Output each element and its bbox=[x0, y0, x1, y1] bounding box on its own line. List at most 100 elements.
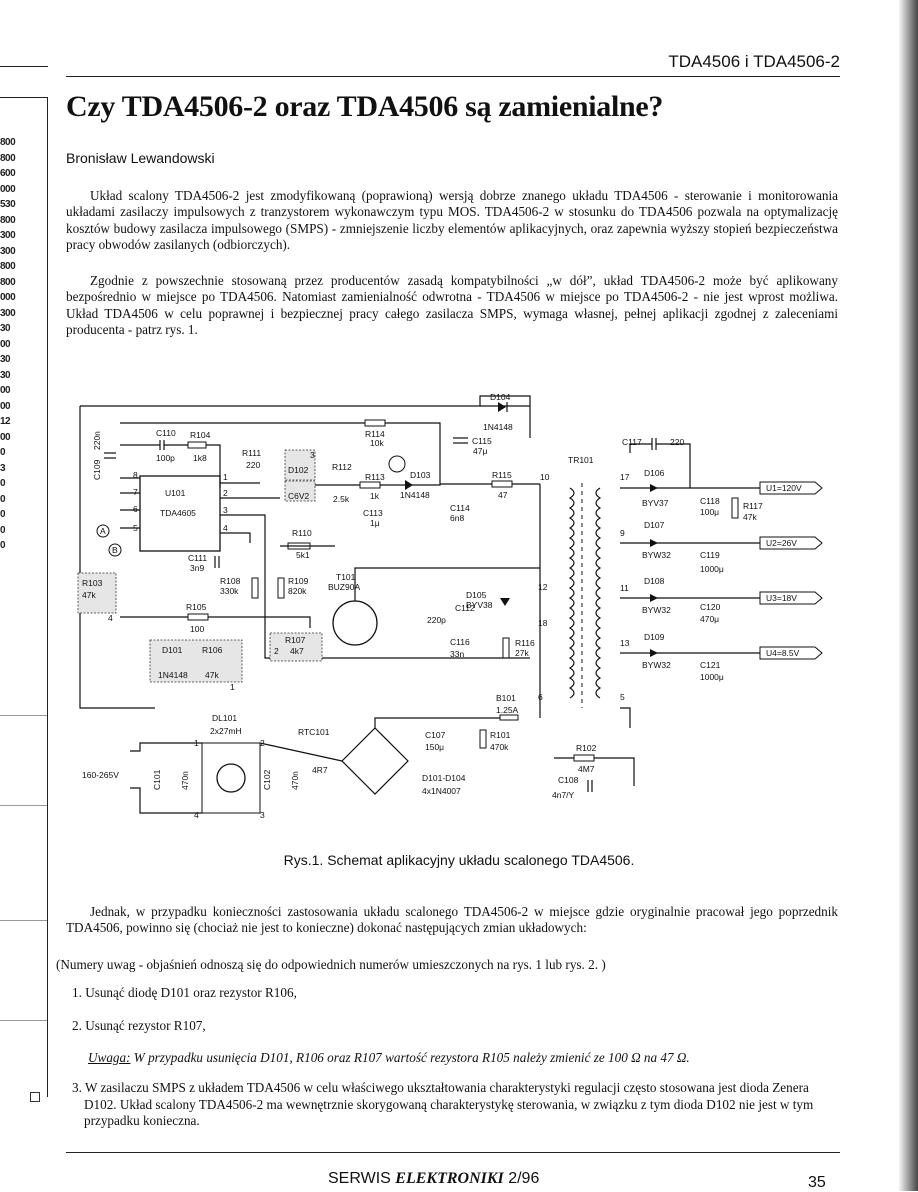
pin-3: 3 bbox=[223, 505, 228, 515]
c102-value: 470n bbox=[290, 771, 300, 790]
tr101-primary bbox=[568, 487, 575, 699]
article-title: Czy TDA4506-2 oraz TDA4506 są zamienialn… bbox=[66, 90, 664, 123]
t101-mosfet bbox=[332, 600, 378, 646]
left-rule bbox=[0, 97, 48, 98]
note-4: 4 bbox=[108, 613, 113, 623]
u101-value: TDA4605 bbox=[160, 508, 196, 518]
dl101-core bbox=[216, 763, 246, 793]
r107-value: 4k7 bbox=[290, 646, 304, 656]
d108-label: D108 bbox=[644, 576, 665, 586]
left-strip-number: 000 bbox=[0, 183, 16, 195]
footer-journal-prefix: SERWIS bbox=[328, 1170, 396, 1187]
left-strip-number: 300 bbox=[0, 245, 16, 257]
left-strip-number: 0 bbox=[0, 509, 6, 520]
r102-resistor bbox=[573, 754, 595, 762]
note-label: Uwaga: bbox=[88, 1050, 131, 1065]
t101-value: BUZ90A bbox=[328, 582, 360, 592]
left-strip-number: 600 bbox=[0, 168, 16, 179]
node-b-label: B bbox=[112, 545, 118, 555]
r109-value: 820k bbox=[288, 586, 307, 596]
c113-label: C113 bbox=[363, 508, 383, 518]
pin-6: 6 bbox=[133, 504, 138, 514]
tr101-secondary bbox=[595, 487, 602, 699]
article-author: Bronisław Lewandowski bbox=[66, 150, 215, 166]
r115-value: 47 bbox=[498, 490, 508, 500]
left-strip-number: 12 bbox=[0, 416, 11, 427]
left-strip-number: 30 bbox=[0, 369, 11, 381]
c114-label: C114 bbox=[450, 503, 470, 513]
paragraph-4: (Numery uwag - objaśnień odnoszą się do … bbox=[56, 957, 606, 972]
output-u2-label: U2=26V bbox=[766, 538, 797, 548]
r103-highlight bbox=[77, 572, 117, 614]
output-u1 bbox=[759, 481, 823, 495]
wire bbox=[629, 443, 652, 453]
left-rule bbox=[0, 805, 47, 806]
wire bbox=[130, 787, 202, 814]
left-rule bbox=[0, 1020, 47, 1021]
wire bbox=[220, 514, 530, 659]
d107-diode-symbol bbox=[650, 539, 658, 547]
left-strip-number: 300 bbox=[0, 230, 16, 241]
r110-label: R110 bbox=[292, 528, 312, 538]
left-strip-number: 00 bbox=[0, 400, 11, 412]
b101-fuse bbox=[499, 714, 519, 721]
left-strip-number: 000 bbox=[0, 292, 16, 303]
wire bbox=[220, 532, 251, 543]
c116-value: 33n bbox=[450, 649, 464, 659]
wire bbox=[385, 422, 441, 473]
left-strip-number: 00 bbox=[0, 338, 11, 350]
tr-pin-5: 5 bbox=[620, 692, 625, 702]
c101-label: C101 bbox=[152, 769, 162, 790]
left-strip-number: 00 bbox=[0, 385, 11, 396]
r102-value: 4M7 bbox=[578, 764, 595, 774]
left-strip-number: 30 bbox=[0, 354, 11, 365]
c117-value: 220 bbox=[670, 437, 684, 447]
tr-pin-11: 11 bbox=[620, 583, 629, 593]
c121-label: C121 bbox=[700, 660, 721, 670]
c113-value: 1μ bbox=[370, 518, 380, 528]
rtc101-value: 4R7 bbox=[312, 765, 328, 775]
c120-label: C120 bbox=[700, 602, 721, 612]
dl101-label: DL101 bbox=[212, 713, 237, 723]
left-square-icon bbox=[30, 1092, 40, 1102]
c107-label: C107 bbox=[425, 730, 446, 740]
footer-issue: 2/96 bbox=[503, 1170, 540, 1187]
d101-label: D101 bbox=[162, 645, 183, 655]
left-strip-number: 800 bbox=[0, 261, 16, 272]
d103-label: D103 bbox=[410, 470, 431, 480]
u101-ic bbox=[139, 475, 221, 552]
wire bbox=[208, 616, 311, 628]
wire bbox=[130, 742, 202, 752]
dl-pin-4: 4 bbox=[194, 810, 199, 820]
d109-label: D109 bbox=[644, 632, 665, 642]
d102-highlight bbox=[284, 480, 316, 502]
c107-value: 150μ bbox=[425, 742, 444, 752]
c108-label: C108 bbox=[558, 775, 579, 785]
r117-value: 47k bbox=[743, 512, 757, 522]
wire bbox=[79, 406, 155, 709]
output-u4 bbox=[759, 646, 823, 660]
c119-label: C119 bbox=[700, 550, 720, 560]
c118-value: 100μ bbox=[700, 507, 719, 517]
r116-value: 27k bbox=[515, 648, 529, 658]
left-strip-number: 800 bbox=[0, 137, 16, 148]
c120-value: 470μ bbox=[700, 614, 719, 624]
r117-label: R117 bbox=[743, 501, 763, 511]
r107-highlight bbox=[269, 632, 323, 662]
c111-value: 3n9 bbox=[190, 563, 204, 573]
wire bbox=[259, 742, 343, 762]
c102-label: C102 bbox=[262, 769, 272, 790]
r111-highlight bbox=[284, 449, 316, 481]
r104-resistor bbox=[187, 441, 207, 449]
r112-value: 2.5k bbox=[333, 494, 350, 504]
output-u1-label: U1=120V bbox=[766, 483, 802, 493]
r110-value: 5k1 bbox=[296, 550, 310, 560]
tr-pin-13: 13 bbox=[620, 638, 630, 648]
r111-label: R111 bbox=[242, 448, 261, 458]
d105-diode-symbol bbox=[500, 598, 510, 606]
b101-label: B101 bbox=[496, 693, 516, 703]
c115-label: C115 bbox=[472, 436, 492, 446]
u101-label: U101 bbox=[165, 488, 186, 498]
b101-value: 1.25A bbox=[496, 705, 519, 715]
